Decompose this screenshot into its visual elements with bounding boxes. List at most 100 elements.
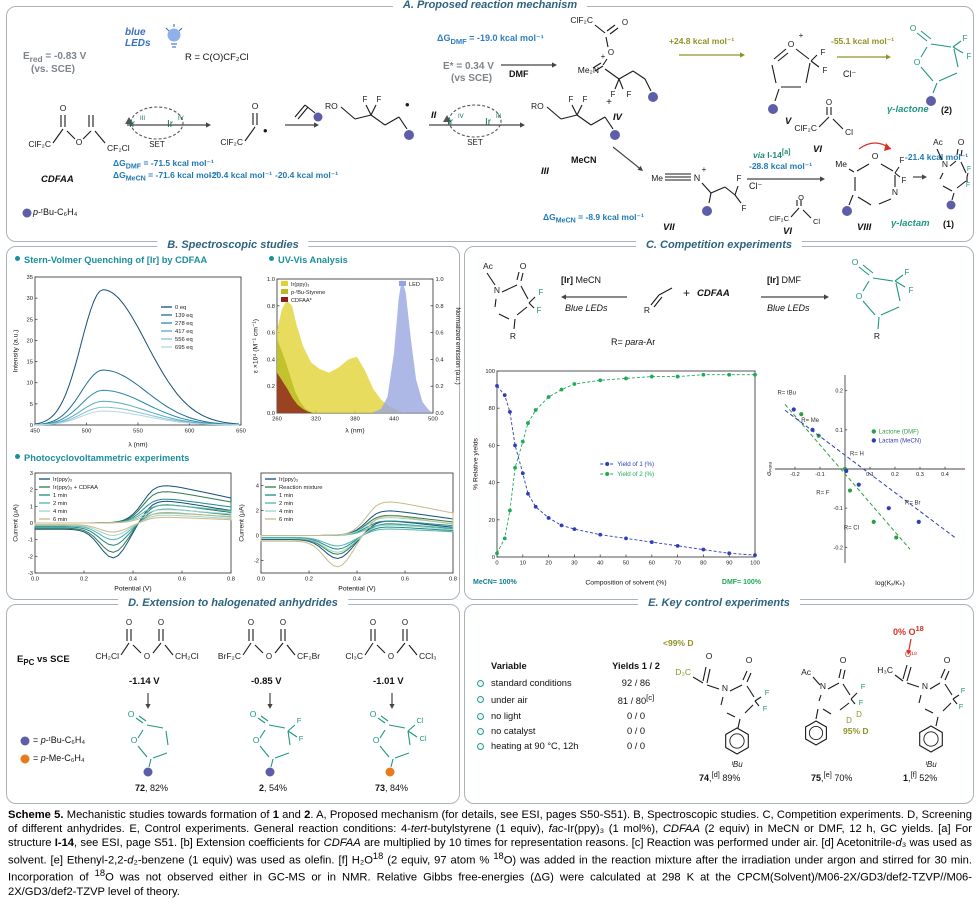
- svg-text:O: O: [840, 655, 847, 665]
- svg-text:O: O: [520, 261, 527, 271]
- svg-text:F: F: [967, 166, 971, 173]
- svg-text:F: F: [627, 90, 632, 99]
- svg-text:100: 100: [485, 369, 495, 375]
- svg-text:Lactam (MeCN): Lactam (MeCN): [879, 438, 921, 444]
- svg-text:log(Kₓ/Kₕ): log(Kₓ/Kₕ): [875, 580, 905, 587]
- svg-text:ε ×10⁴ (M⁻¹ cm⁻¹): ε ×10⁴ (M⁻¹ cm⁻¹): [253, 319, 260, 373]
- svg-text:N: N: [694, 173, 701, 183]
- panel-b-spectroscopic-studies: B. Spectroscopic studies Stern-Volmer Qu…: [6, 239, 461, 600]
- bullet-icon: [477, 742, 484, 750]
- excited-potential-ref: (vs SCE): [451, 73, 493, 84]
- compound-vi-top-label: VI: [813, 144, 822, 155]
- figure-caption: Scheme 5. Mechanistic studies towards fo…: [8, 809, 973, 898]
- svg-text:0.1: 0.1: [866, 472, 874, 478]
- gamma-lactam-name: γ-lactam: [891, 218, 930, 229]
- svg-text:N: N: [892, 187, 898, 197]
- svg-text:0.2: 0.2: [891, 472, 899, 478]
- svg-text:Ac: Ac: [483, 261, 494, 271]
- compound-vii-label: VII: [663, 222, 675, 233]
- svg-text:R: R: [874, 331, 880, 341]
- svg-text:-1: -1: [28, 538, 33, 544]
- svg-text:O: O: [856, 291, 863, 301]
- svg-text:0.8: 0.8: [227, 577, 235, 583]
- svg-text:Me: Me: [651, 173, 663, 183]
- panel-e-control-experiments: E. Key control experiments Variable Yiel…: [464, 597, 974, 804]
- svg-text:O: O: [706, 651, 713, 661]
- svg-text:F: F: [823, 66, 828, 75]
- svg-text:F: F: [363, 95, 368, 104]
- svg-text:278 eq: 278 eq: [175, 321, 193, 327]
- svg-text:F: F: [902, 176, 907, 185]
- svg-text:80: 80: [700, 561, 706, 567]
- svg-text:90: 90: [726, 561, 732, 567]
- svg-text:D: D: [846, 716, 852, 725]
- svg-text:O: O: [131, 735, 138, 745]
- svg-text:Cl: Cl: [813, 217, 820, 226]
- svg-text:0.4: 0.4: [436, 357, 445, 363]
- svg-text:80: 80: [489, 406, 495, 412]
- svg-text:+: +: [606, 97, 612, 108]
- svg-text:R= F: R= F: [816, 490, 830, 496]
- panel-d-title: D. Extension to halogenated anhydrides: [118, 597, 348, 609]
- svg-text:0.4: 0.4: [353, 577, 362, 583]
- svg-text:O: O: [370, 709, 377, 719]
- svg-text:O¹⁸: O¹⁸: [905, 650, 917, 659]
- svg-text:F: F: [967, 52, 972, 61]
- svg-text:100: 100: [750, 561, 760, 567]
- stern-volmer-header-label: Stern-Volmer Quenching of [Ir] by CDFAA: [24, 255, 208, 265]
- svg-text:ClF₂C: ClF₂C: [220, 137, 243, 147]
- voltage-1: -1.14 V: [129, 676, 160, 687]
- svg-text:0.8: 0.8: [436, 304, 444, 310]
- svg-text:2: 2: [256, 509, 259, 515]
- svg-text:R= Me: R= Me: [801, 418, 820, 424]
- energy-20-4-a: -20.4 kcal mol⁻¹: [209, 170, 273, 180]
- svg-text:III: III: [140, 116, 145, 122]
- voltage-2: -0.85 V: [251, 676, 282, 687]
- svg-text:0.2: 0.2: [80, 577, 88, 583]
- compound-ii-label: II: [431, 110, 437, 121]
- dmf-branch-label: DMF: [509, 69, 529, 79]
- svg-text:2: 2: [30, 488, 33, 494]
- svg-text:0.4: 0.4: [941, 472, 949, 478]
- svg-text:Me₂N: Me₂N: [578, 65, 599, 75]
- yield-73: 73, 84%: [375, 783, 409, 793]
- svg-text:R: R: [644, 305, 650, 315]
- svg-text:35: 35: [27, 275, 33, 281]
- gamma-lactone-name: γ-lactone: [887, 104, 929, 115]
- svg-text:0.4: 0.4: [267, 357, 276, 363]
- svg-text:0 eq: 0 eq: [175, 305, 186, 311]
- svg-text:F: F: [859, 698, 864, 707]
- svg-text:O: O: [388, 652, 394, 661]
- svg-text:H₃C: H₃C: [877, 665, 893, 675]
- compound-vi-bottom-label: VI: [783, 226, 792, 237]
- r-group-definition: R = C(O)CF₂Cl: [185, 52, 249, 63]
- bullet-icon: [15, 454, 20, 459]
- svg-text:O: O: [852, 257, 859, 267]
- svg-text:•: •: [405, 97, 410, 112]
- svg-text:λ (nm): λ (nm): [128, 442, 147, 449]
- svg-text:O: O: [944, 655, 951, 665]
- excited-potential: E* = 0.34 V: [443, 61, 494, 72]
- svg-text:0.0: 0.0: [436, 411, 444, 417]
- svg-text:Normalized emission (a.u.): Normalized emission (a.u.): [454, 307, 461, 384]
- svg-text:0: 0: [492, 555, 495, 561]
- plus-sign: +: [683, 286, 691, 300]
- svg-text:10: 10: [520, 561, 526, 567]
- svg-text:O: O: [280, 618, 286, 627]
- svg-text:Current (μA): Current (μA): [13, 504, 20, 542]
- svg-text:Ir(ppy)₃: Ir(ppy)₃: [291, 282, 309, 288]
- deuteration-99: <99% D: [663, 638, 694, 648]
- yield-1: 1,[f] 52%: [903, 770, 938, 783]
- svg-text:Lactone (DMF): Lactone (DMF): [879, 429, 919, 435]
- svg-text:D₃C: D₃C: [675, 667, 691, 677]
- dg-mecn-2: ΔGMeCN = -8.9 kcal mol⁻¹: [543, 212, 644, 225]
- svg-text:CCl₃: CCl₃: [419, 651, 437, 661]
